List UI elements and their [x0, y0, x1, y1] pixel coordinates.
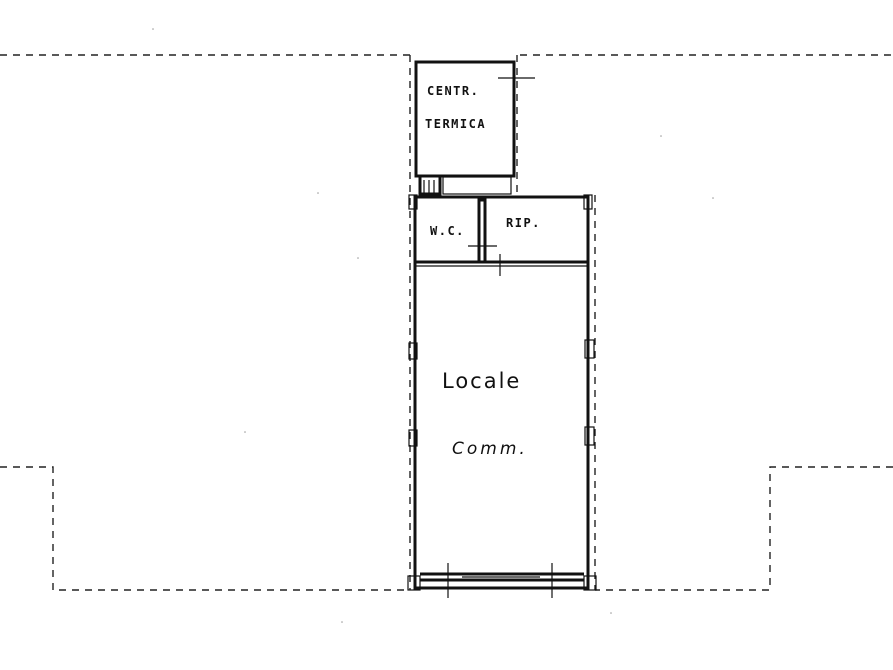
- speck: [317, 192, 319, 194]
- speck: [357, 257, 359, 259]
- boundary-left-wing: [0, 466, 410, 591]
- boiler-room-step: [418, 174, 442, 196]
- speck: [341, 621, 343, 623]
- main-building-walls: [413, 195, 590, 590]
- speck: [152, 28, 154, 30]
- boiler-room-label-line1: CENTR.: [427, 84, 479, 98]
- boundary-right-wing: [595, 466, 893, 591]
- speck: [244, 431, 246, 433]
- speck: [660, 135, 662, 137]
- rip-label: RIP.: [506, 216, 541, 230]
- corner-post-bottom-left: [407, 575, 421, 591]
- side-opening-left-2: [408, 429, 418, 447]
- corner-post-top-left: [408, 194, 418, 210]
- shop-label-line1: Locale: [442, 369, 521, 393]
- corner-post-top-right: [583, 194, 593, 210]
- scan-specks: [152, 28, 714, 623]
- wc-label: W.C.: [430, 224, 465, 238]
- main-building: W.C. RIP. Locale Comm.: [407, 194, 597, 598]
- boundary-lines: [0, 54, 893, 591]
- boiler-room-label-line2: TERMICA: [425, 117, 486, 131]
- speck: [610, 612, 612, 614]
- side-opening-left-1: [408, 342, 418, 360]
- corner-post-bottom-right: [583, 575, 597, 591]
- shop-label-line2: Comm.: [452, 439, 528, 459]
- boiler-room: CENTR. TERMICA: [414, 60, 535, 196]
- boiler-room-walls: [414, 60, 516, 178]
- boiler-room-threshold: [442, 176, 512, 195]
- side-opening-right-1: [584, 339, 595, 359]
- speck: [712, 197, 714, 199]
- side-opening-right-2: [584, 426, 595, 446]
- partition-wc-rip: [477, 198, 487, 264]
